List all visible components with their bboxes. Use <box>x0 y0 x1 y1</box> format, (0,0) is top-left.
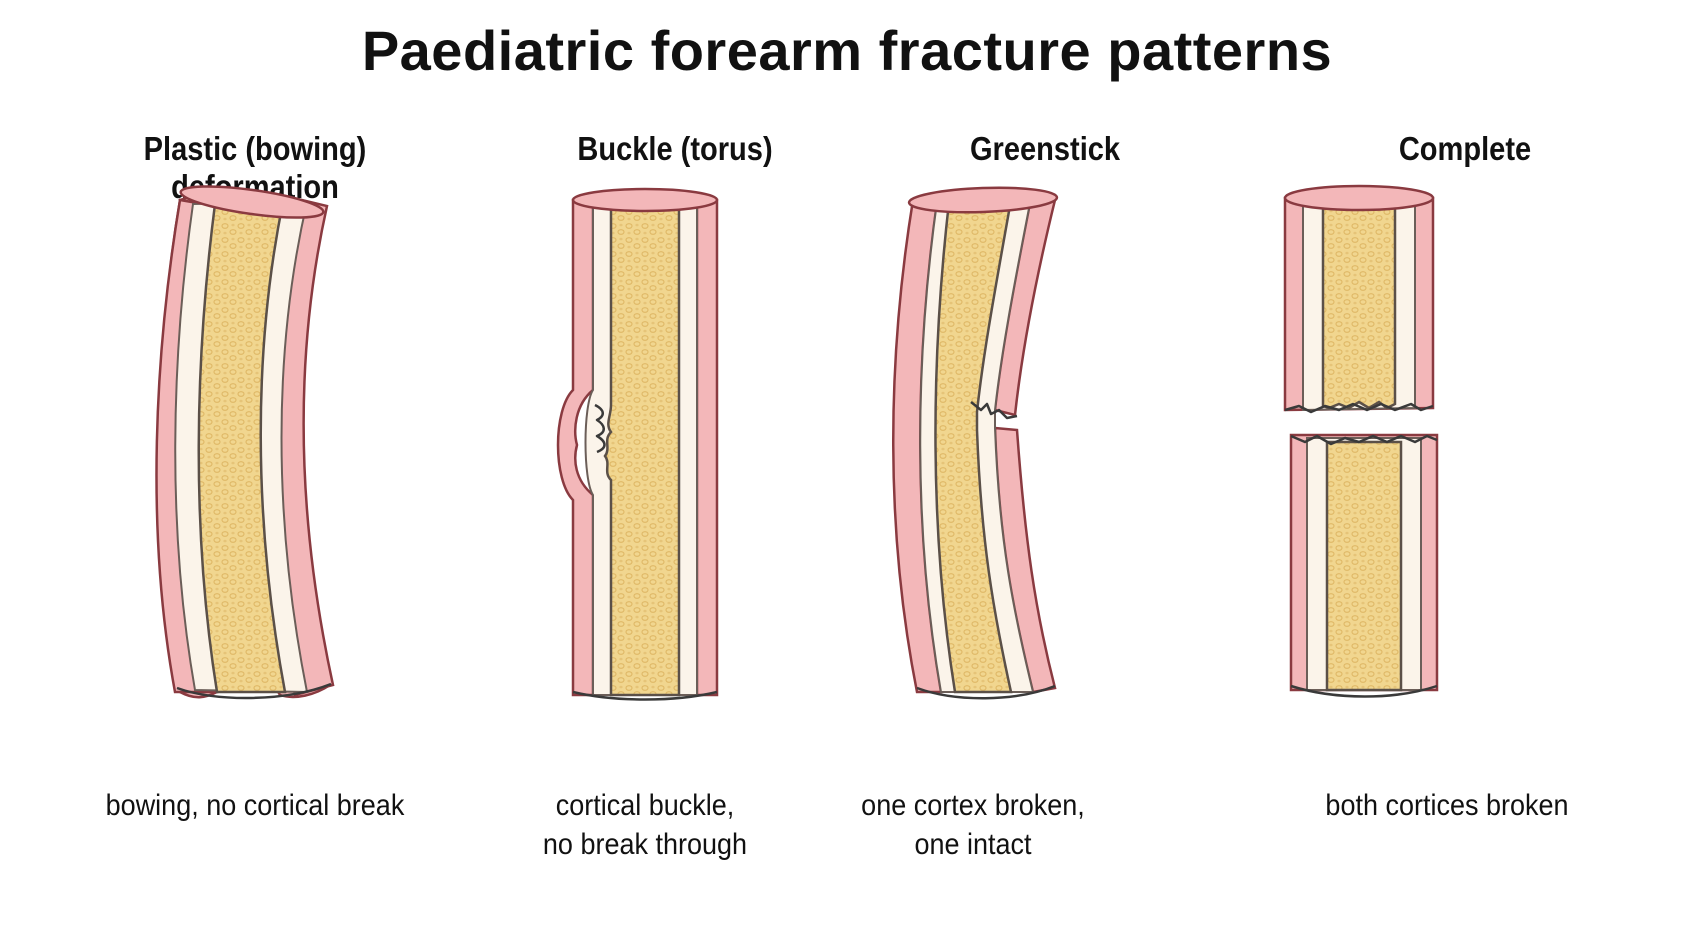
caption-line: one cortex broken, <box>861 789 1085 822</box>
bone-bottom-edge <box>916 684 1056 700</box>
bone-bottom-edge <box>176 682 332 700</box>
cortex-left <box>556 198 595 697</box>
panel-caption: cortical buckle, no break through <box>456 786 834 864</box>
bone-top-cap <box>571 187 719 213</box>
bone-bottom-edge <box>1290 684 1438 698</box>
lower-fragment-marrow <box>1325 440 1403 692</box>
panel-caption: both cortices broken <box>1258 786 1636 825</box>
bone-top-cap <box>179 185 325 219</box>
panel-greenstick: Greenstick one cortex broken, one intact <box>835 0 1255 929</box>
caption-line: cortical buckle, <box>555 789 735 822</box>
complete-fracture-illustration <box>1283 184 1439 698</box>
caption-line: bowing, no cortical break <box>105 789 405 822</box>
panel-complete: Complete both cortices broken <box>1255 0 1675 929</box>
cortex-right <box>695 198 719 697</box>
caption-line: no break through <box>542 828 748 861</box>
lower-fracture-edge <box>1290 434 1438 446</box>
panel-buckle: Buckle (torus) cortical buckle, no break… <box>465 0 885 929</box>
marrow <box>603 198 681 697</box>
panel-label: Complete <box>1398 130 1532 167</box>
panel-caption: bowing, no cortical break <box>66 786 444 825</box>
upper-fracture-edge <box>1284 402 1434 414</box>
panel-label: Greenstick <box>969 130 1121 167</box>
caption-line: one intact <box>914 828 1032 861</box>
bone-top-cap <box>907 186 1059 214</box>
marrow <box>934 198 1013 694</box>
fracture-line <box>970 401 1018 420</box>
caption-line: both cortices broken <box>1325 789 1569 822</box>
diagram-title: Paediatric forearm fracture patterns <box>361 19 1333 82</box>
panel-caption: one cortex broken, one intact <box>784 786 1162 864</box>
buckle-ripple <box>594 403 606 454</box>
bone-bottom-edge <box>572 690 718 701</box>
upper-fragment-marrow <box>1321 196 1397 410</box>
panel-plastic-deformation: Plastic (bowing) deformation bowing, no … <box>45 0 465 929</box>
greenstick-bone-illustration <box>892 186 1059 700</box>
panel-label: Buckle (torus) <box>577 130 773 167</box>
bowed-bone-illustration <box>155 185 335 700</box>
marrow <box>197 200 287 694</box>
bone-top-cap <box>1283 184 1435 212</box>
buckle-bone-illustration <box>556 187 719 701</box>
